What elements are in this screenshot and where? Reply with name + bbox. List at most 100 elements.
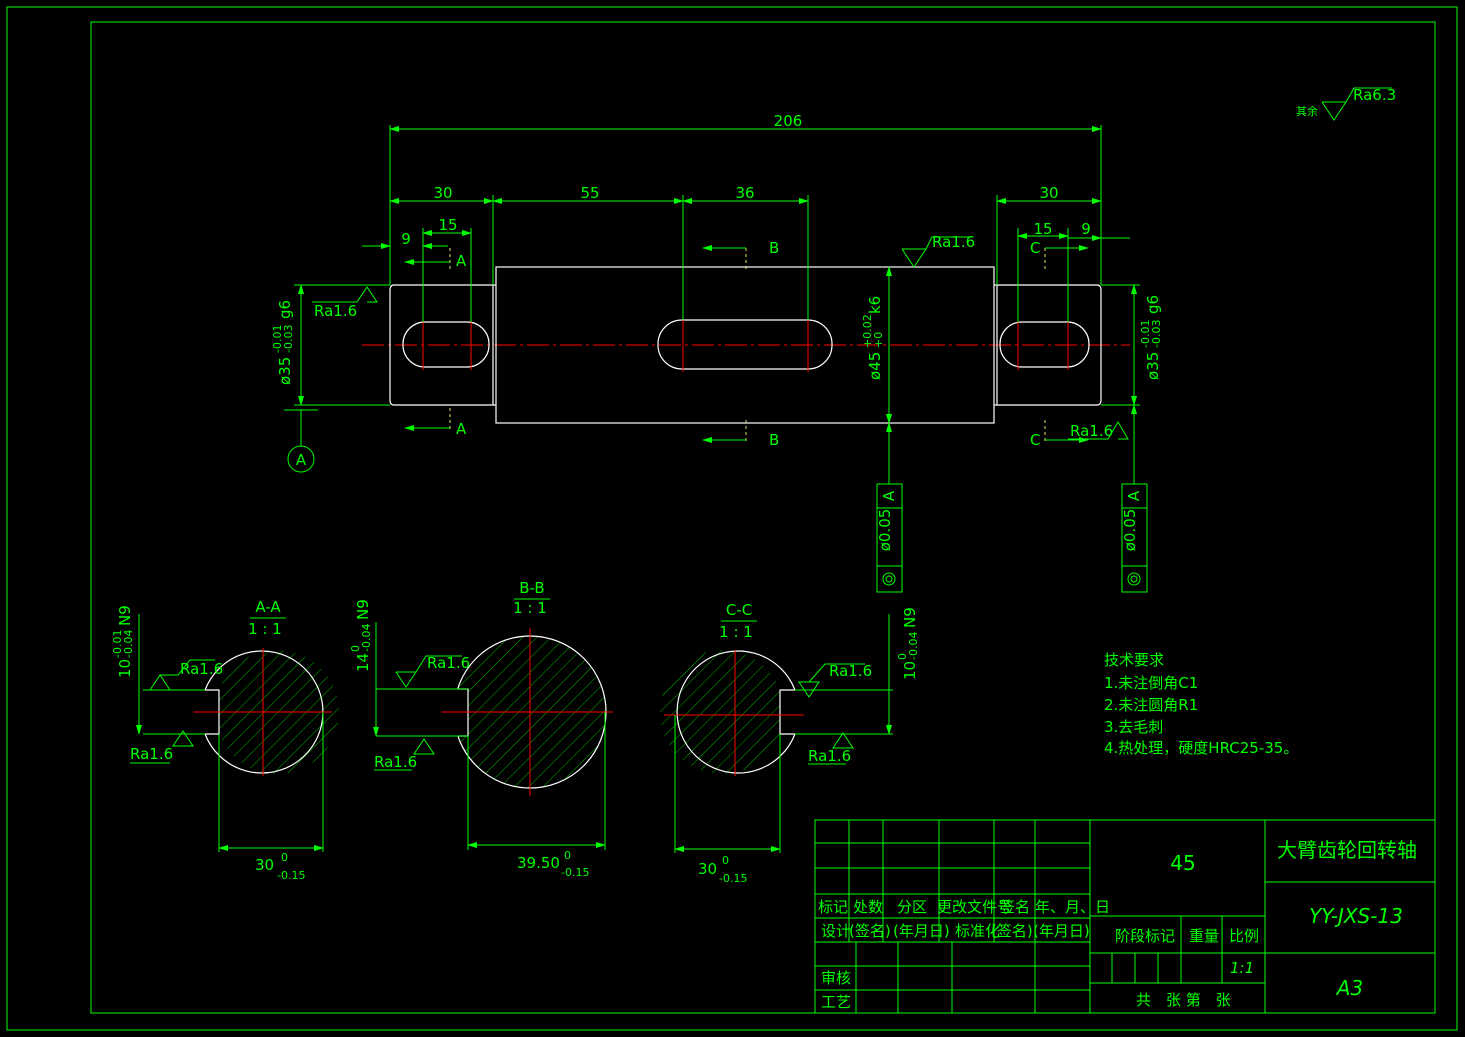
svg-text:其余: 其余 [1296, 104, 1318, 118]
section-markers: A A B B C C [404, 239, 1089, 449]
svg-text:0: 0 [722, 854, 729, 867]
svg-text:0: 0 [896, 653, 909, 660]
svg-text:N9: N9 [116, 605, 134, 626]
svg-text:Ra1.6: Ra1.6 [427, 654, 470, 672]
svg-text:标准化: 标准化 [955, 922, 1000, 940]
svg-text:A: A [1125, 490, 1143, 501]
outer-border [6, 6, 1458, 1031]
svg-text:A-A: A-A [255, 598, 281, 616]
note-1: 1.未注倒角C1 [1104, 674, 1198, 692]
inner-border [90, 21, 1436, 1014]
middle-body [495, 266, 995, 424]
svg-text:ø0.05: ø0.05 [876, 509, 894, 552]
svg-text:1 : 1: 1 : 1 [248, 620, 282, 638]
section-bb: B-B 1 : 1 14 0 -0.04 N9 Ra1.6 Ra1.6 39.5… [349, 579, 613, 879]
section-cc: C-C 1 : 1 10 0 -0.04 N9 Ra1.6 Ra1.6 30 0… [660, 601, 920, 885]
svg-text:分区: 分区 [897, 898, 927, 916]
section-c-bottom: C [1030, 431, 1040, 449]
part-name: 大臂齿轮回转轴 [1277, 838, 1417, 862]
svg-text:-0.04: -0.04 [360, 624, 373, 652]
keyway-middle [657, 319, 833, 370]
svg-text:-0.15: -0.15 [561, 866, 589, 879]
tolerance-frame-mid: A ø0.05 [876, 422, 903, 593]
svg-text:10: 10 [116, 659, 134, 678]
svg-text:39.50: 39.50 [517, 854, 560, 872]
svg-text:-0.03: -0.03 [282, 325, 295, 353]
left-dia: ø35 [276, 357, 294, 385]
dim-mid-seg: 55 [580, 184, 599, 202]
technical-requirements: 技术要求 1.未注倒角C1 2.未注圆角R1 3.去毛刺 4.热处理，硬度HRC… [1104, 651, 1298, 757]
keyway-right [999, 321, 1090, 368]
svg-text:审核: 审核 [821, 969, 851, 987]
section-b-top: B [769, 239, 779, 257]
svg-text:-0.01: -0.01 [271, 325, 284, 353]
section-aa: A-A 1 : 1 10 -0.01 -0.04 N9 Ra1.6 Ra1.6 … [111, 598, 339, 882]
svg-text:设计: 设计 [821, 922, 851, 940]
surface-marks-main: Ra1.6 Ra1.6 Ra1.6 [312, 233, 1129, 440]
drawing-number: YY-JXS-13 [1309, 904, 1403, 928]
svg-text:-0.04: -0.04 [907, 632, 920, 660]
section-c-top: C [1030, 239, 1040, 257]
svg-text:+0: +0 [872, 332, 885, 348]
svg-text:共 张 第 张: 共 张 第 张 [1136, 991, 1231, 1009]
svg-text:A: A [880, 490, 898, 501]
section-a-bottom: A [456, 420, 467, 438]
svg-text:比例: 比例 [1229, 927, 1259, 945]
svg-text:k6: k6 [866, 296, 884, 314]
dim-right-seg: 30 [1039, 184, 1058, 202]
svg-text:Ra1.6: Ra1.6 [829, 662, 872, 680]
right-dia: ø35 [1144, 352, 1162, 380]
svg-text:C-C: C-C [726, 601, 752, 619]
svg-text:Ra1.6: Ra1.6 [374, 753, 417, 771]
left-journal [389, 284, 494, 406]
keyway-left [402, 321, 490, 368]
svg-text:0: 0 [349, 645, 362, 652]
svg-text:ø0.05: ø0.05 [1121, 509, 1139, 552]
svg-text:N9: N9 [901, 607, 919, 628]
svg-text:A: A [296, 451, 307, 469]
dim-right-15: 15 [1033, 220, 1052, 238]
svg-text:(年月日): (年月日) [893, 922, 950, 940]
main-dimensions: 206 30 55 36 30 9 15 15 9 ø35 [271, 112, 1163, 424]
notes-title: 技术要求 [1104, 651, 1164, 669]
svg-text:-0.01: -0.01 [111, 630, 124, 658]
svg-text:Ra6.3: Ra6.3 [1353, 86, 1396, 104]
svg-text:10: 10 [901, 661, 919, 680]
dim-left-seg: 30 [433, 184, 452, 202]
svg-text:签名: 签名 [1000, 898, 1030, 916]
datum-a: A [284, 409, 318, 473]
dim-right-9: 9 [1081, 220, 1091, 238]
svg-text:+0.02: +0.02 [861, 314, 874, 348]
mid-dia: ø45 [866, 352, 884, 380]
svg-text:工艺: 工艺 [821, 993, 851, 1011]
material: 45 [1170, 851, 1195, 875]
svg-text:更改文件号: 更改文件号 [937, 898, 1012, 916]
svg-text:阶段标记: 阶段标记 [1115, 927, 1175, 945]
svg-text:(签名): (签名) [991, 922, 1033, 940]
shaft-main-view [362, 266, 1130, 424]
svg-text:(年月日): (年月日) [1033, 922, 1090, 940]
svg-text:g6: g6 [1144, 295, 1162, 314]
svg-text:30: 30 [698, 860, 717, 878]
tolerance-frame-right: A ø0.05 [1121, 404, 1148, 593]
svg-text:-0.01: -0.01 [1139, 320, 1152, 348]
svg-text:Ra1.6: Ra1.6 [130, 745, 173, 763]
svg-text:-0.03: -0.03 [1150, 320, 1163, 348]
note-2: 2.未注圆角R1 [1104, 696, 1198, 714]
sheet-size: A3 [1335, 976, 1363, 1000]
title-block: 标记 处数 分区 更改文件号 签名 年、月、日 设计 (签名) (年月日) 标准… [814, 819, 1436, 1014]
dim-overall: 206 [774, 112, 803, 130]
right-journal [996, 284, 1102, 406]
scale-value: 1:1 [1230, 959, 1254, 977]
svg-text:N9: N9 [354, 599, 372, 620]
svg-text:Ra1.6: Ra1.6 [180, 660, 223, 678]
svg-text:14: 14 [354, 653, 372, 672]
svg-text:g6: g6 [276, 300, 294, 319]
svg-text:年、月、日: 年、月、日 [1035, 898, 1110, 916]
svg-text:Ra1.6: Ra1.6 [932, 233, 975, 251]
dim-left-9: 9 [401, 230, 411, 248]
svg-text:1 : 1: 1 : 1 [719, 623, 753, 641]
svg-text:-0.15: -0.15 [719, 872, 747, 885]
svg-text:处数: 处数 [853, 898, 883, 916]
